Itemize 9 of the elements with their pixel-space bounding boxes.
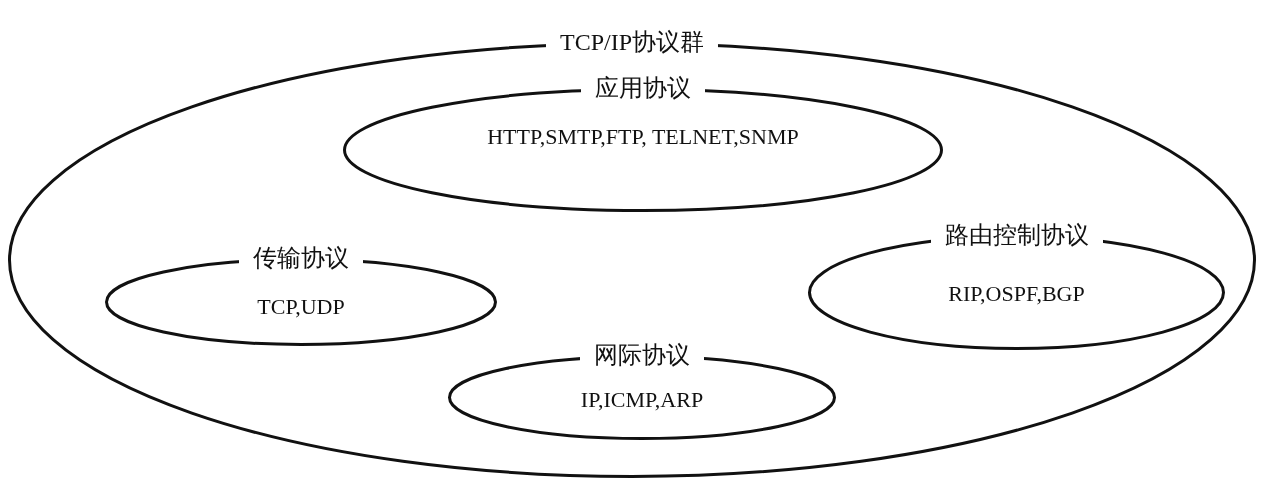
protocol-list: TCP,UDP — [163, 294, 439, 320]
diagram-heading: TCP/IP协议群 — [546, 27, 718, 57]
group-heading: 路由控制协议 — [930, 220, 1103, 250]
group-heading: 传输协议 — [239, 243, 363, 273]
group-heading: 网际协议 — [580, 340, 704, 370]
group-heading: 应用协议 — [581, 73, 705, 103]
protocol-list: RIP,OSPF,BGP — [870, 281, 1163, 307]
protocol-list: IP,ICMP,ARP — [506, 387, 778, 413]
protocol-list: HTTP,SMTP,FTP, TELNET,SNMP — [433, 124, 853, 150]
